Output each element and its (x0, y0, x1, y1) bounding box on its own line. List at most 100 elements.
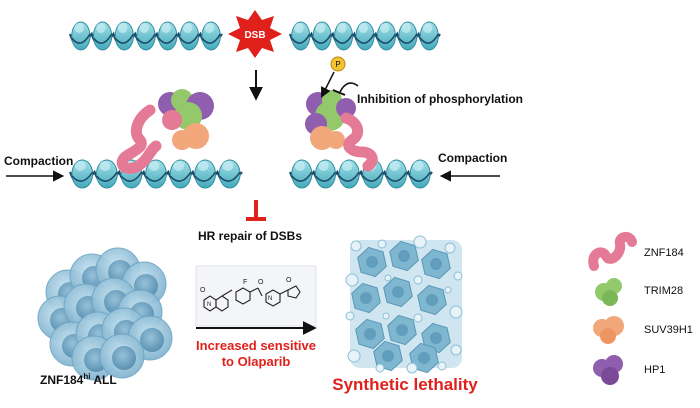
inhibition-label: Inhibition of phosphorylation (357, 92, 523, 106)
nucleosome-highlight (74, 23, 84, 33)
nucleosome-highlight (358, 23, 368, 33)
nucleosome-highlight (173, 161, 185, 171)
apoptotic-nucleus (418, 352, 430, 364)
dna-wrap (194, 171, 217, 182)
cell-type-superscript: hi (83, 372, 90, 381)
dna-wrap (314, 171, 337, 182)
dna-wrap (291, 171, 313, 182)
protein-complex-left (116, 89, 214, 174)
svg-text:O: O (200, 287, 206, 294)
nucleosome-highlight (342, 161, 353, 171)
dna-wrap (333, 33, 354, 44)
legend-label-trim28: TRIM28 (644, 285, 683, 297)
apoptotic-nucleus (430, 332, 442, 344)
dna-wrap (218, 171, 241, 182)
dna-wrap (120, 171, 143, 182)
dna-wrap (179, 33, 200, 44)
chromatin-fiber-bottom-right (288, 159, 433, 189)
legend: ZNF184 TRIM28 SUV39H1 HP1 (588, 232, 693, 385)
legend-item-znf184: ZNF184 (588, 232, 684, 271)
sensitive-label-line1: Increased sensitive (196, 338, 316, 353)
apoptotic-nucleus (366, 256, 378, 268)
nucleosome-highlight (204, 23, 215, 33)
apoptotic-body (345, 311, 355, 321)
sensitive-label-line2: to Olaparib (222, 354, 291, 369)
nucleosome-highlight (294, 161, 306, 171)
nucleosome-highlight (96, 23, 106, 33)
chromatin-fiber-top-left (68, 21, 223, 51)
protein-complex-right (305, 90, 378, 172)
dna-wrap (312, 33, 332, 44)
legend-item-trim28: TRIM28 (595, 278, 683, 306)
nucleosome-highlight (337, 23, 347, 33)
nucleosome-highlight (294, 23, 304, 33)
dna-wrap (145, 171, 167, 182)
dna-wrap (409, 171, 431, 182)
apoptotic-body (444, 286, 452, 294)
apoptotic-cell-cluster (345, 235, 463, 374)
apoptotic-body (437, 361, 447, 371)
dna-wrap (376, 33, 397, 44)
apoptotic-body (449, 305, 463, 319)
dsb-label: DSB (244, 30, 265, 41)
legend-label-suv39h1: SUV39H1 (644, 324, 693, 336)
hr-repair-label: HR repair of DSBs (198, 229, 302, 243)
chromatin-fiber-bottom-left (68, 159, 243, 189)
phosphate-label: P (335, 60, 340, 69)
nucleosome-highlight (139, 23, 150, 33)
dna-wrap (71, 171, 94, 182)
dna-wrap (114, 33, 135, 44)
nucleosome-highlight (182, 23, 193, 33)
apoptotic-body (382, 312, 390, 320)
apoptotic-body (384, 274, 392, 282)
nucleosome-highlight (117, 23, 128, 33)
dna-wrap (169, 171, 192, 182)
inhibition-arc (339, 82, 359, 93)
apoptotic-body (453, 271, 463, 281)
apoptotic-nucleus (398, 250, 410, 262)
legend-label-hp1: HP1 (644, 364, 665, 376)
cell-nucleus (140, 328, 164, 352)
inhibition-bar (332, 89, 346, 96)
nucleosome-highlight (161, 23, 171, 33)
dna-wrap (362, 171, 384, 182)
apoptotic-nucleus (426, 294, 438, 306)
cell-type-gene: ZNF184 (40, 373, 84, 387)
legend-item-hp1: HP1 (593, 355, 665, 385)
nucleosome-highlight (422, 23, 433, 33)
apoptotic-body (444, 242, 456, 254)
apoptotic-nucleus (360, 292, 372, 304)
apoptotic-body (347, 349, 361, 363)
nucleosome-highlight (413, 161, 424, 171)
svg-text:O: O (286, 277, 292, 284)
olaparib-structure-icon: F O O O N N (195, 265, 317, 327)
phosphate-icon: P (330, 56, 346, 72)
compaction-label-left: Compaction (4, 154, 73, 168)
dna-wrap (136, 33, 156, 44)
nucleosome-highlight (74, 161, 86, 171)
cell-type-suffix: ALL (90, 373, 116, 387)
nucleosome-highlight (318, 161, 329, 171)
nucleosome-highlight (197, 161, 209, 171)
dna-wrap (157, 33, 178, 44)
dna-wrap (338, 171, 360, 182)
legend-label-znf184: ZNF184 (644, 247, 684, 259)
apoptotic-nucleus (392, 286, 404, 298)
chromatin-fiber-top-right (288, 21, 441, 51)
dna-wrap (398, 33, 418, 44)
apoptotic-nucleus (430, 258, 442, 270)
nucleosome-highlight (389, 161, 400, 171)
apoptotic-body (413, 235, 427, 249)
leukemia-cell-cluster (37, 247, 173, 381)
apoptotic-body (406, 362, 418, 374)
dsb-burst-icon: DSB (228, 10, 282, 58)
dna-wrap (355, 33, 375, 44)
apoptotic-body (350, 240, 362, 252)
apoptotic-nucleus (364, 328, 376, 340)
dna-strand (288, 169, 433, 186)
svg-text:N: N (207, 302, 211, 308)
apoptotic-body (450, 344, 462, 356)
phosphate-arrow (321, 71, 335, 98)
apoptotic-body (413, 275, 423, 285)
